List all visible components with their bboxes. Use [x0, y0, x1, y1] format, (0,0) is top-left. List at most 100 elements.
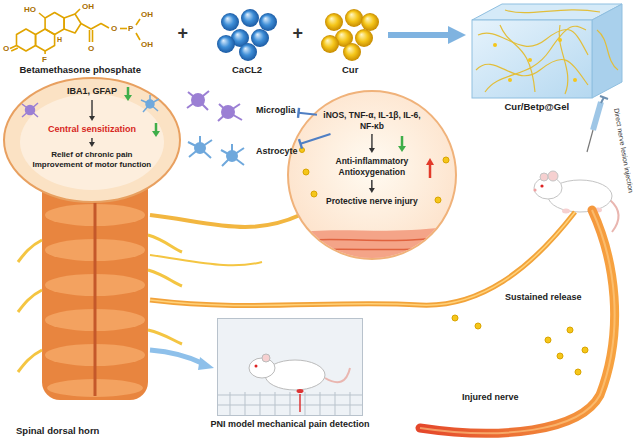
curcumin-beads [321, 9, 379, 61]
pain-test-picture [249, 358, 275, 378]
text-label: Improvement of motor function [33, 160, 152, 170]
mouse-figure [548, 171, 558, 181]
glial-cells [222, 106, 234, 118]
curcumin-beads [345, 9, 363, 27]
decrease-arrow [401, 136, 404, 146]
dorsal-horn-section [20, 94, 164, 190]
betamethasone-molecule [45, 13, 64, 35]
zoom-circle [285, 242, 465, 254]
hydrogel-cube [528, 58, 532, 62]
atom-label: P [128, 24, 133, 34]
text-label: Central sensitization [48, 124, 136, 135]
text-label: Antioxygenation [336, 167, 409, 178]
injured-nerve [452, 315, 588, 375]
process-arrow [388, 26, 466, 44]
calcium-chloride-beads [217, 9, 277, 61]
betamethasone-molecule [136, 19, 140, 40]
calcium-chloride-beads [239, 43, 257, 61]
zoom-circle [300, 148, 450, 204]
nerve-fibers [150, 255, 262, 265]
zoom-circle [280, 222, 470, 270]
pain-test-picture [299, 394, 301, 412]
mouse-figure [533, 188, 536, 191]
hydrogel-cube [508, 78, 512, 82]
cytokine-label: iNOS, TNF-α, IL-1β, IL-6, NF-κb [320, 110, 424, 131]
mouse-figure [534, 177, 562, 199]
pain-test-picture [297, 389, 304, 393]
glial-cells [195, 143, 205, 153]
text-label: Relief of chronic pain [33, 150, 152, 160]
arrowhead [89, 142, 95, 147]
zoom-circle [443, 157, 449, 163]
mouse-figure [540, 184, 543, 187]
dorsal-horn-section [4, 78, 180, 202]
spinal-cord [18, 350, 42, 372]
hydrogel-cube [592, 4, 622, 98]
injured-nerve [452, 315, 458, 321]
injured-nerve [545, 337, 551, 343]
zoom-circle [285, 232, 465, 244]
zoom-circle [311, 191, 317, 197]
pain-test-picture [255, 365, 258, 368]
decrease-arrow [155, 123, 158, 131]
curcumin-beads [355, 29, 373, 47]
zoom-circle [285, 252, 465, 264]
calcium-chloride-beads [251, 29, 269, 47]
decrease-arrow [152, 123, 160, 137]
component-label: Betamethasone phosphate [20, 64, 141, 76]
pain-test-picture [262, 354, 270, 362]
pain-test-picture [218, 319, 362, 415]
betamethasone-molecule [17, 29, 36, 51]
injection-label: Direct nerve lesion injection [612, 107, 636, 193]
decrease-arrow [398, 146, 406, 152]
calcium-chloride-beads [221, 13, 239, 31]
atom-label: OH [82, 2, 94, 12]
glial-cells [218, 104, 242, 121]
glial-cells [221, 144, 244, 166]
atom-label: H [57, 35, 62, 44]
hydrogel-cube [493, 38, 577, 82]
mouse-figure [533, 171, 618, 232]
inhibition-bar [298, 108, 299, 118]
zoom-circle [303, 169, 309, 175]
spinal-cord [18, 170, 182, 400]
injured-nerve [475, 323, 481, 329]
mouse-figure [562, 209, 570, 214]
connector [299, 134, 331, 149]
connector-line [91, 138, 92, 142]
release-label: Sustained release [505, 292, 582, 303]
hydrogel-cube [505, 10, 600, 13]
image-frame [217, 318, 363, 416]
hydrogel-cube [573, 78, 577, 82]
dorsal-horn-section [141, 95, 159, 112]
atom-label: O [3, 44, 9, 54]
hydrogel-cube [500, 25, 535, 92]
connector [89, 100, 95, 121]
curcumin-beads [325, 13, 343, 31]
text-label: Protective nerve injury [326, 196, 418, 207]
calcium-chloride-beads [217, 35, 235, 53]
betamethasone-molecule [10, 46, 18, 52]
connector [369, 134, 375, 153]
text-label: Anti-inflammatory [336, 156, 409, 167]
betamethasone-molecule [39, 13, 45, 18]
injured-nerve [420, 210, 615, 433]
curcumin-beads [321, 35, 339, 53]
effect-label: Anti-inflammatoryAntioxygenation [336, 156, 409, 177]
injured-nerve [567, 327, 573, 333]
text-label: Microglia [256, 105, 296, 116]
blue-arrow [150, 350, 214, 370]
cell-label: Astrocyte [256, 146, 298, 157]
connector-line [91, 100, 92, 116]
syringe [587, 96, 608, 152]
hydrogel-cube [559, 25, 568, 94]
zoom-circle [280, 222, 470, 270]
dorsal-horn-section [22, 103, 38, 117]
injured-nerve [420, 210, 615, 433]
connector-line [371, 180, 372, 188]
atom-label: F [42, 55, 47, 65]
glial-cells [187, 91, 209, 110]
text-label: PNI model mechanical pain detection [195, 419, 385, 430]
dorsal-horn-section [22, 103, 38, 117]
